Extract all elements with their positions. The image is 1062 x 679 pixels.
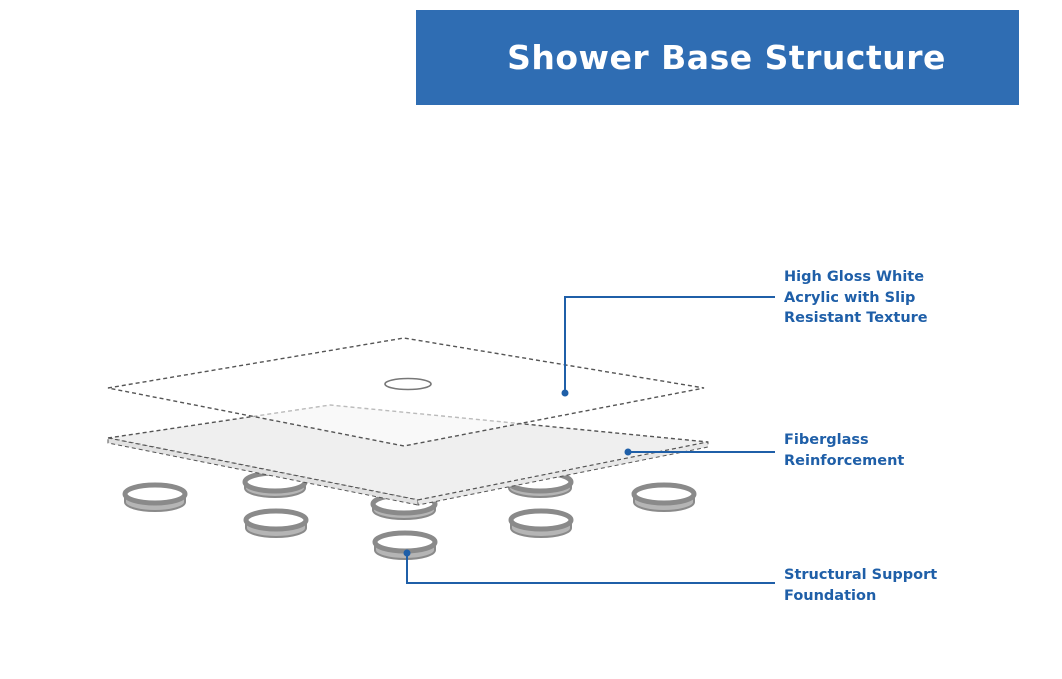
callout-acrylic: High Gloss White Acrylic with Slip Resis…: [784, 267, 928, 329]
leader-line-fiberglass: [624, 448, 775, 456]
title-banner: Shower Base Structure: [416, 10, 1019, 105]
callout-acrylic-line-3: Resistant Texture: [784, 310, 928, 326]
callout-acrylic-line-1: High Gloss White: [784, 269, 925, 285]
support-ring-front-right: [508, 508, 574, 538]
support-ring-front-left: [243, 508, 309, 538]
fiberglass-layer-edge-right: [417, 441, 709, 506]
leader-line-acrylic: [561, 296, 775, 397]
callout-support-line-2: Foundation: [784, 587, 877, 604]
callout-fiberglass-line-1: Fiberglass: [784, 432, 869, 448]
callout-support-line-1: Structural Support: [784, 567, 938, 583]
callout-fiberglass-line-2: Reinforcement: [784, 452, 905, 469]
support-ring-back-right: [631, 482, 697, 512]
support-ring-back-left: [122, 482, 188, 512]
fiberglass-layer-edge: [107, 437, 419, 506]
support-ring-under-left: [242, 470, 308, 498]
callout-acrylic-line-2: Acrylic with Slip: [784, 289, 916, 306]
diagram-title: Shower Base Structure: [507, 38, 946, 77]
leader-line-support: [403, 549, 775, 584]
drain-hole: [384, 377, 432, 391]
acrylic-top-layer: [107, 337, 705, 447]
callout-fiberglass: Fiberglass Reinforcement: [784, 430, 904, 471]
callout-support: Structural Support Foundation: [784, 565, 937, 606]
